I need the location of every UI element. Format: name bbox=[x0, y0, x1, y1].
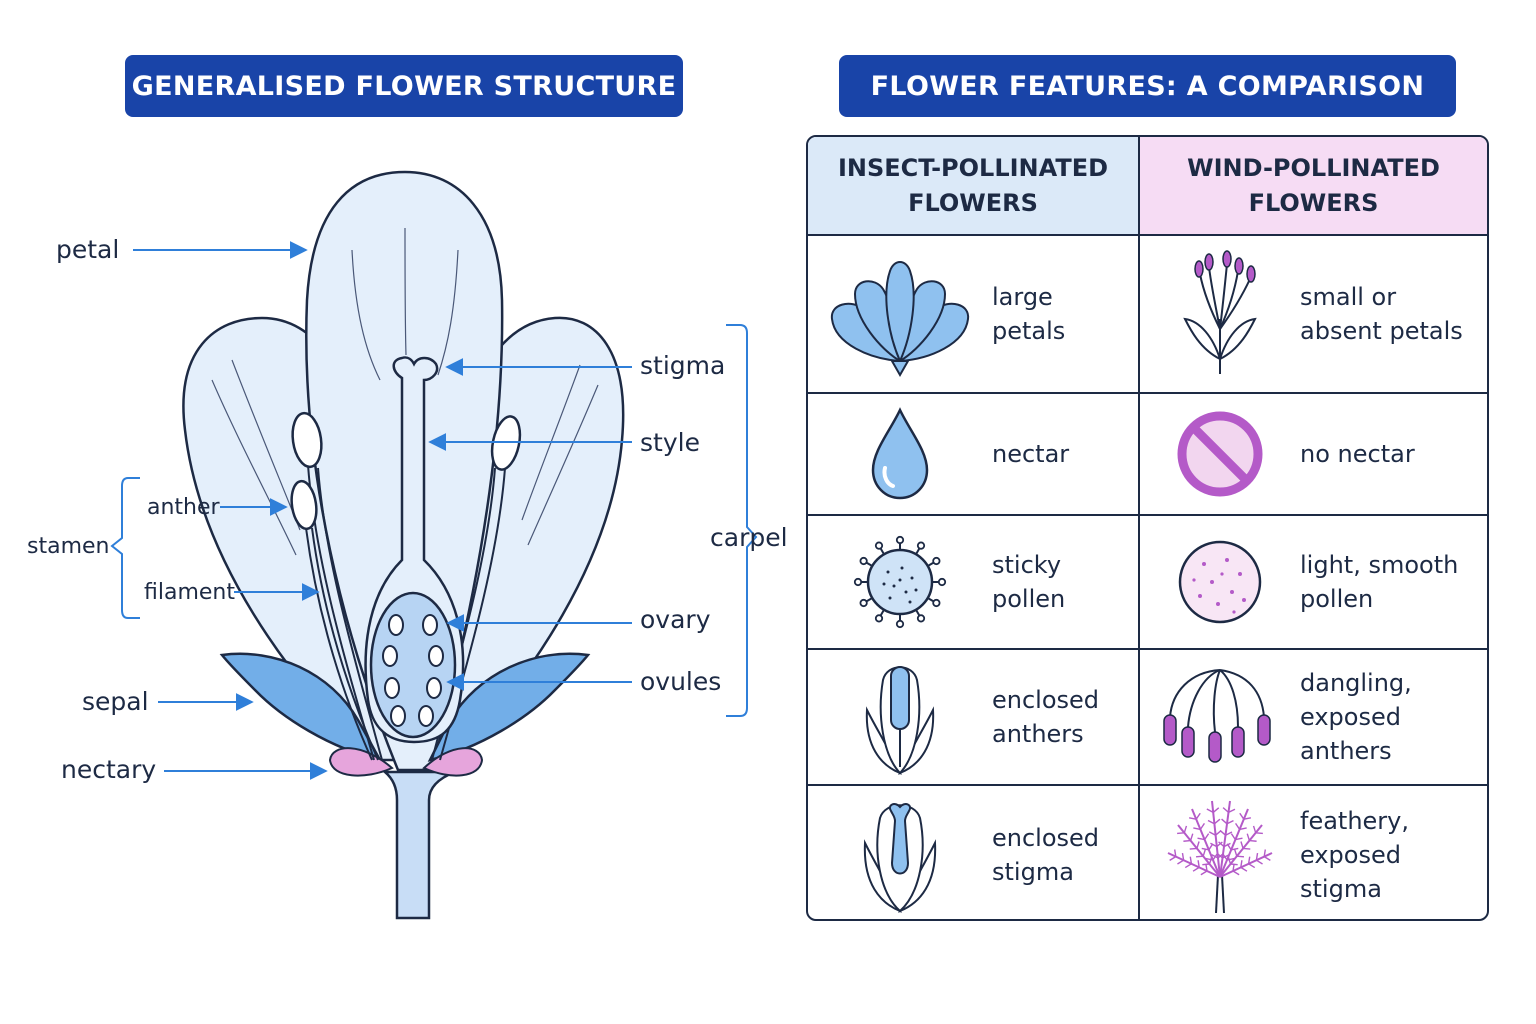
label-arrows bbox=[133, 241, 632, 780]
anther-shape bbox=[290, 479, 318, 531]
insect-feature-text: sticky pollen bbox=[992, 551, 1066, 613]
insect-feature-text: enclosed stigma bbox=[992, 823, 1100, 886]
carpel-bracket bbox=[726, 324, 758, 717]
sepal-label: sepal bbox=[82, 687, 149, 716]
dangling-anthers-icon bbox=[1140, 662, 1300, 772]
petal-veins bbox=[211, 227, 599, 556]
table-row: large petals bbox=[808, 234, 1487, 394]
ovary-shape bbox=[369, 591, 457, 739]
insect-feature-text: nectar bbox=[992, 440, 1070, 468]
ovules-label: ovules bbox=[640, 667, 721, 696]
nectar-drop-icon bbox=[808, 406, 992, 502]
ovules bbox=[382, 614, 444, 727]
wind-feature-text: light, smooth pollen bbox=[1300, 551, 1459, 613]
table-row: nectar no nectar bbox=[808, 392, 1487, 516]
enclosed-stigma-icon bbox=[808, 793, 992, 917]
insect-column-header: INSECT-POLLINATED FLOWERS bbox=[808, 137, 1140, 236]
small-petals-icon bbox=[1140, 249, 1300, 379]
stamen-label: stamen bbox=[27, 534, 109, 559]
table-row: sticky pollen bbox=[808, 514, 1487, 650]
table-row: enclosed stigma feathery, exposed stigma bbox=[808, 784, 1487, 919]
large-petals-icon bbox=[808, 249, 992, 379]
stem-shape bbox=[381, 770, 456, 920]
stamen-bracket bbox=[110, 477, 140, 619]
wind-feature-text: no nectar bbox=[1300, 440, 1415, 468]
wind-column-header: WIND-POLLINATED FLOWERS bbox=[1138, 137, 1487, 236]
feathery-stigma-icon bbox=[1140, 795, 1300, 915]
enclosed-anthers-icon bbox=[808, 655, 992, 779]
comparison-table: INSECT-POLLINATED FLOWERS WIND-POLLINATE… bbox=[806, 135, 1489, 921]
nectary-label: nectary bbox=[61, 755, 156, 784]
smooth-pollen-icon bbox=[1140, 534, 1300, 630]
wind-feature-text: feathery, exposed stigma bbox=[1300, 806, 1410, 903]
comparison-title: FLOWER FEATURES: A COMPARISON bbox=[839, 55, 1456, 117]
flower-structure-title: GENERALISED FLOWER STRUCTURE bbox=[125, 55, 683, 117]
filament-label: filament bbox=[144, 580, 235, 605]
ovary-label: ovary bbox=[640, 605, 711, 634]
left-nectary-shape bbox=[328, 747, 394, 777]
carpel-label: carpel bbox=[710, 523, 788, 552]
stigma-label: stigma bbox=[640, 351, 725, 380]
flower-diagram: petal stigma style carpel anther stamen … bbox=[27, 170, 788, 920]
table-row: enclosed anthers bbox=[808, 648, 1487, 786]
no-nectar-icon bbox=[1140, 406, 1300, 502]
right-nectary-shape bbox=[422, 747, 484, 777]
style-label: style bbox=[640, 428, 700, 457]
wind-feature-text: dangling, exposed anthers bbox=[1300, 669, 1412, 765]
insect-feature-text: enclosed anthers bbox=[992, 686, 1100, 748]
anther-label: anther bbox=[147, 495, 221, 520]
anther-shape bbox=[291, 411, 323, 469]
wind-feature-text: small or absent petals bbox=[1300, 283, 1463, 345]
petal-label: petal bbox=[56, 235, 119, 264]
sticky-pollen-icon bbox=[808, 532, 992, 632]
insect-feature-text: large petals bbox=[992, 283, 1066, 345]
